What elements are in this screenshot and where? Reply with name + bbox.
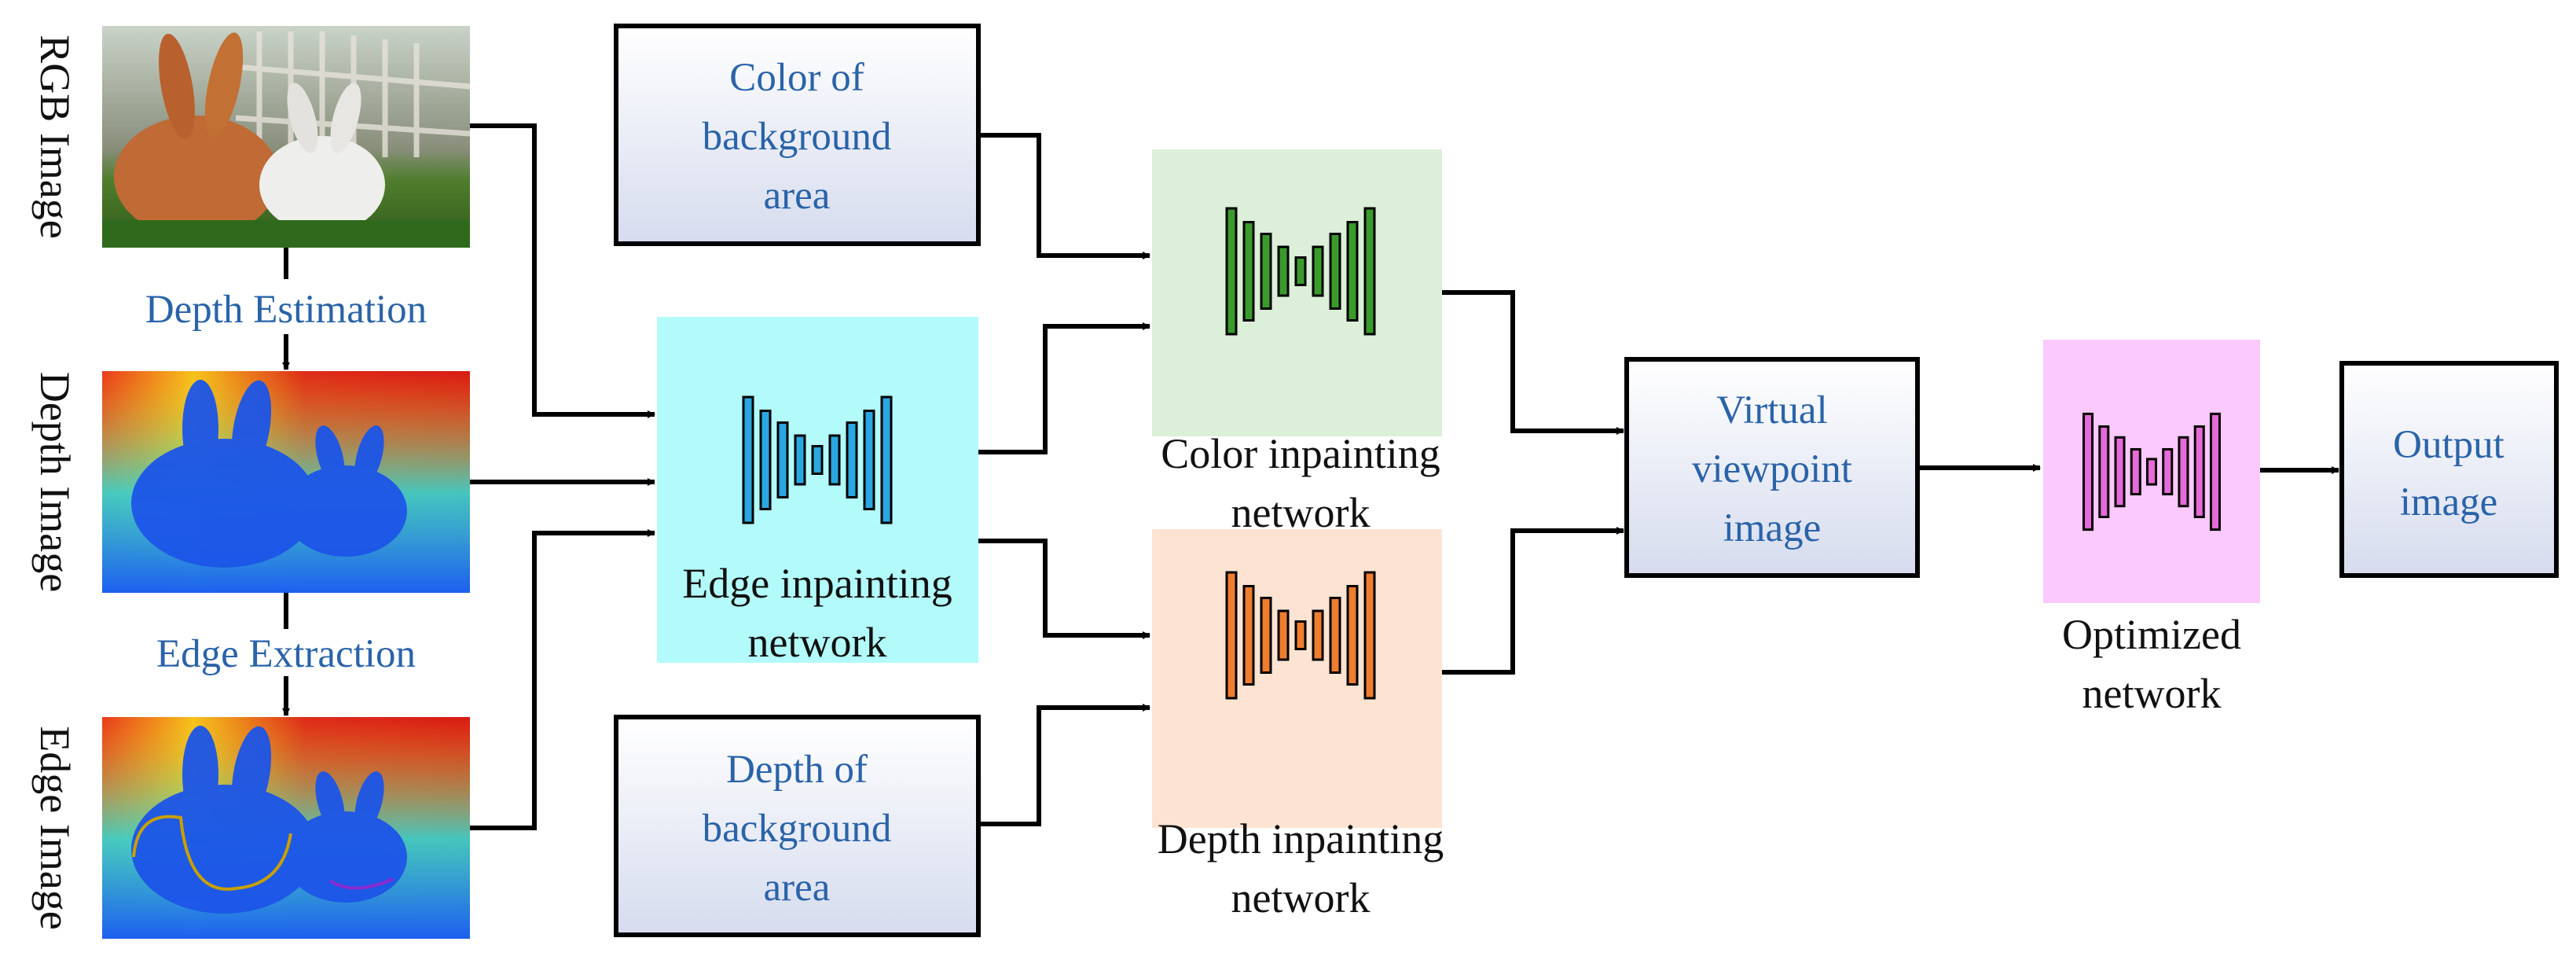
optimized-network-bar-7 [2178, 436, 2189, 508]
depth-network-bar-4 [1277, 609, 1290, 661]
color-network-bar-4 [1277, 245, 1290, 297]
optimized-network-bar-1 [2082, 412, 2094, 531]
optimized-network-label-1: Optimized [2062, 611, 2241, 658]
edge-network-bar-2 [759, 410, 772, 510]
edge-network-bar-1 [742, 395, 754, 524]
depth-net-to-virtual-arrow [1442, 527, 1624, 675]
edge-network-label-1: Edge inpainting [682, 560, 952, 607]
virtual-line-3: image [1723, 506, 1822, 550]
depth-network-bar-6 [1312, 609, 1324, 661]
depth-image [102, 371, 470, 593]
optimized-network-bar-8 [2193, 425, 2205, 518]
optimized-network-bar-2 [2098, 425, 2110, 518]
depth-network-bar-5 [1294, 620, 1307, 650]
color-network-label-2: network [1231, 489, 1371, 536]
edge-image [102, 717, 470, 939]
edge-network-label-2: network [748, 619, 887, 666]
depth-network-bar-9 [1363, 571, 1376, 700]
color-network-bar-6 [1312, 245, 1324, 297]
rgb-image-label: RGB Image [31, 35, 79, 238]
depth-network-bar-7 [1329, 597, 1341, 674]
color-network-bar-9 [1363, 207, 1376, 336]
edge-network-bar-9 [880, 395, 893, 524]
edge-inpainting-network: Edge inpainting network [657, 317, 978, 666]
optimized-network-bar-5 [2145, 458, 2158, 486]
edge-to-edge-net-arrow [470, 529, 655, 830]
rgb-image [102, 26, 471, 248]
color-background-line-3: area [764, 174, 831, 218]
color-network-bar-1 [1225, 207, 1238, 336]
optimized-network-icon [2082, 412, 2221, 531]
depth-estimation-label: Depth Estimation [145, 288, 427, 332]
depth-network-icon [1225, 571, 1376, 700]
edge-network-bar-5 [811, 445, 824, 475]
color-inpainting-network: Color inpainting network [1152, 149, 1442, 536]
optimized-network-bar-4 [2130, 447, 2141, 496]
virtual-line-1: Virtual [1716, 388, 1827, 432]
depth-network-label-2: network [1231, 874, 1371, 921]
color-background-line-2: background [703, 115, 892, 159]
edge-network-bar-3 [776, 421, 789, 498]
edge-network-bar-6 [828, 434, 841, 486]
depth-image-label: Depth Image [31, 372, 79, 592]
edge-net-to-color-net-arrow [978, 322, 1150, 454]
depth-network-bar-3 [1260, 597, 1272, 674]
color-network-bar-8 [1346, 221, 1359, 322]
virtual-line-2: viewpoint [1692, 447, 1852, 491]
optimized-network-label-2: network [2082, 670, 2222, 717]
color-background-line-1: Color of [729, 56, 864, 100]
depth-network-bar-1 [1225, 571, 1238, 700]
depth-background-line-3: area [764, 866, 831, 910]
output-line-1: Output [2393, 423, 2504, 467]
edge-extraction-label: Edge Extraction [156, 632, 416, 676]
color-network-bar-5 [1294, 256, 1307, 286]
output-image-box: Output image [2339, 361, 2559, 578]
depth-network-bar-8 [1346, 585, 1359, 686]
depth-inpainting-network: Depth inpainting network [1152, 529, 1444, 921]
optimized-network-bar-6 [2162, 447, 2174, 496]
edge-network-bar-4 [794, 434, 806, 486]
optimized-network-bar-9 [2209, 412, 2221, 531]
depth-background-box: Depth of background area [614, 715, 981, 937]
output-line-2: image [2400, 480, 2498, 524]
edge-net-to-depth-net-arrow [978, 539, 1150, 639]
optimized-network: Optimized network [2043, 340, 2260, 717]
depth-network-bar-2 [1242, 585, 1255, 686]
color-network-bar-3 [1260, 233, 1272, 310]
depth-network-label-1: Depth inpainting [1158, 815, 1444, 863]
color-network-label-1: Color inpainting [1161, 430, 1440, 477]
edge-image-label: Edge Image [31, 726, 79, 929]
optimized-network-bar-3 [2114, 436, 2126, 508]
color-bg-to-color-net-arrow [978, 133, 1150, 259]
color-background-box: Color of background area [614, 24, 981, 246]
depth-background-line-2: background [703, 807, 892, 851]
depth-bg-to-depth-net-arrow [978, 704, 1150, 826]
edge-network-bar-7 [846, 421, 858, 498]
depth-background-line-1: Depth of [726, 748, 868, 792]
color-net-to-virtual-arrow [1442, 290, 1624, 435]
virtual-viewpoint-box: Virtual viewpoint image [1624, 357, 1920, 578]
rgb-to-edge-net-arrow [470, 123, 655, 418]
edge-network-bar-8 [863, 410, 875, 510]
color-network-icon [1225, 207, 1376, 336]
color-network-bar-7 [1329, 233, 1341, 310]
color-network-bar-2 [1242, 221, 1255, 322]
edge-network-icon [742, 395, 893, 524]
